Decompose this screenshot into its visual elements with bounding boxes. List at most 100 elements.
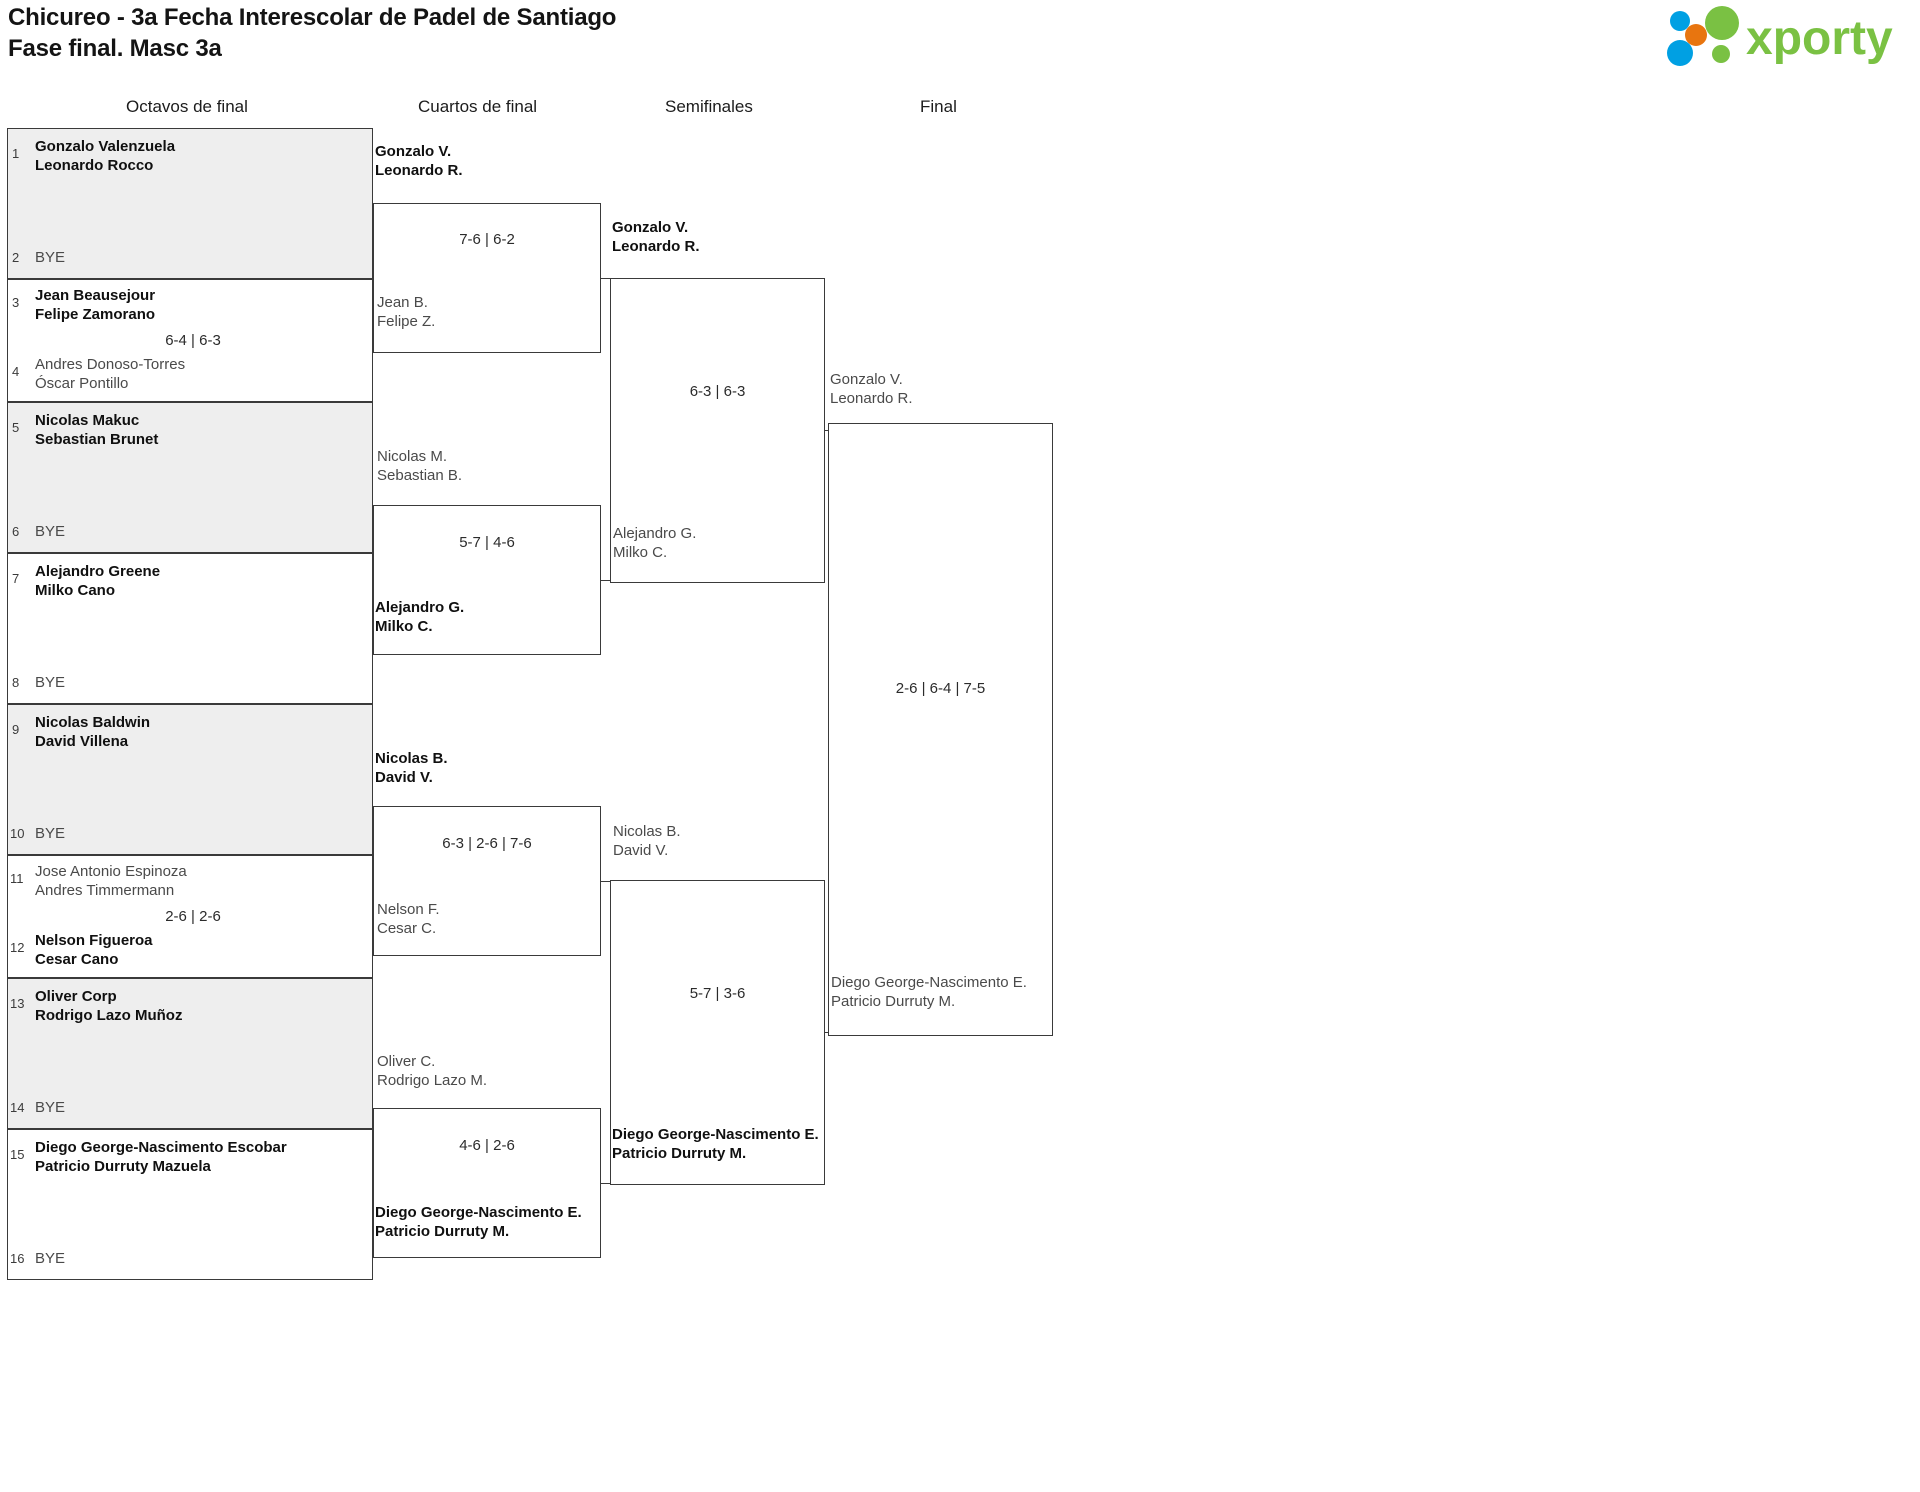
team-name: BYE xyxy=(35,523,66,540)
round-header-semifinales: Semifinales xyxy=(665,97,753,116)
r2-loser-team-1: Jean B. Felipe Z. xyxy=(377,294,436,330)
round-header-final: Final xyxy=(920,97,957,116)
team-name: Oliver Corp Rodrigo Lazo Muñoz xyxy=(35,988,183,1024)
page-title-line2: Fase final. Masc 3a xyxy=(8,35,222,63)
seed-number: 14 xyxy=(10,1100,25,1115)
connector-qf3 xyxy=(601,881,611,882)
team-name: Alejandro Greene Milko Cano xyxy=(35,563,161,599)
r3-match-box-2[interactable] xyxy=(610,880,825,1185)
r1-slot-16[interactable]: 16 BYE xyxy=(8,1205,372,1279)
r1-slot-9[interactable]: 9 Nicolas Baldwin David Villena xyxy=(8,705,372,780)
match-score: 4-6 | 2-6 xyxy=(459,1137,515,1154)
r3-advancing-team-2: Diego George-Nascimento E. Patricio Durr… xyxy=(612,1126,819,1162)
r1-pair-1[interactable]: 1 Gonzalo Valenzuela Leonardo Rocco 2 BY… xyxy=(7,128,373,279)
match-score: 6-3 | 6-3 xyxy=(689,383,746,400)
r1-slot-5[interactable]: 5 Nicolas Makuc Sebastian Brunet xyxy=(8,403,372,478)
r4-match-box-final[interactable] xyxy=(828,423,1053,1036)
seed-number: 3 xyxy=(12,295,20,310)
team-name: Jose Antonio Espinoza Andres Timmermann xyxy=(35,863,187,899)
connector-qf2 xyxy=(601,580,611,581)
team-name: Andres Donoso-Torres Óscar Pontillo xyxy=(35,356,186,392)
svg-text:xporty: xporty xyxy=(1746,12,1893,65)
seed-number: 16 xyxy=(10,1251,25,1266)
match-score: 2-6 | 2-6 xyxy=(165,908,221,925)
r4-finalist-team-top: Gonzalo V. Leonardo R. xyxy=(830,371,913,407)
team-name: BYE xyxy=(35,1250,66,1267)
r2-match-box-3[interactable] xyxy=(373,806,601,956)
match-score: 5-7 | 4-6 xyxy=(459,534,515,551)
seed-number: 2 xyxy=(12,250,20,265)
r1-slot-10[interactable]: 10 BYE xyxy=(8,780,372,854)
r1-slot-13[interactable]: 13 Oliver Corp Rodrigo Lazo Muñoz xyxy=(8,979,372,1054)
r1-slot-7[interactable]: 7 Alejandro Greene Milko Cano xyxy=(8,554,372,629)
r1-slot-6[interactable]: 6 BYE xyxy=(8,478,372,552)
r1-pair-4[interactable]: 7 Alejandro Greene Milko Cano 8 BYE xyxy=(7,553,373,704)
logo-dots-icon xyxy=(1667,6,1739,66)
r4-finalist-team-bottom: Diego George-Nascimento E. Patricio Durr… xyxy=(831,974,1027,1010)
r1-pair-3[interactable]: 5 Nicolas Makuc Sebastian Brunet 6 BYE xyxy=(7,402,373,553)
r1-slot-14[interactable]: 14 BYE xyxy=(8,1054,372,1128)
page-title-line1: Chicureo - 3a Fecha Interescolar de Pade… xyxy=(8,4,617,31)
team-name: BYE xyxy=(35,249,66,266)
round-header-cuartos: Cuartos de final xyxy=(418,97,538,116)
team-name: BYE xyxy=(35,825,66,842)
seed-number: 15 xyxy=(10,1147,25,1162)
r2-match-box-1[interactable] xyxy=(373,203,601,353)
seed-number: 6 xyxy=(12,524,20,539)
team-name: Nicolas Makuc Sebastian Brunet xyxy=(35,412,159,448)
r3-match-box-1[interactable] xyxy=(610,278,825,583)
seed-number: 11 xyxy=(10,871,24,886)
team-name: Gonzalo Valenzuela Leonardo Rocco xyxy=(35,138,176,174)
connector-qf1 xyxy=(601,278,611,279)
r1-pair-7[interactable]: 13 Oliver Corp Rodrigo Lazo Muñoz 14 BYE xyxy=(7,978,373,1129)
r3-advancing-team-1: Gonzalo V. Leonardo R. xyxy=(612,219,700,255)
connector-sf2 xyxy=(825,1032,829,1033)
r1-slot-3[interactable]: 3 Jean Beausejour Felipe Zamorano xyxy=(8,280,372,342)
seed-number: 13 xyxy=(10,996,25,1011)
r2-loser-team-4: Oliver C. Rodrigo Lazo M. xyxy=(377,1053,488,1089)
team-name: Nelson Figueroa Cesar Cano xyxy=(35,932,153,968)
r2-advancing-team-4: Diego George-Nascimento E. Patricio Durr… xyxy=(375,1204,582,1240)
r1-slot-4[interactable]: 4 Andres Donoso-Torres Óscar Pontillo xyxy=(8,342,372,403)
team-name: BYE xyxy=(35,1099,66,1116)
seed-number: 9 xyxy=(12,722,20,737)
team-name: Jean Beausejour Felipe Zamorano xyxy=(35,287,156,323)
seed-number: 10 xyxy=(10,826,25,841)
match-score: 5-7 | 3-6 xyxy=(689,985,746,1002)
logo-wordmark-icon: xporty xyxy=(1746,12,1893,65)
r1-pair-5[interactable]: 9 Nicolas Baldwin David Villena 10 BYE xyxy=(7,704,373,855)
r1-slot-2[interactable]: 2 BYE xyxy=(8,204,372,278)
r1-slot-11[interactable]: 11 Jose Antonio Espinoza Andres Timmerma… xyxy=(8,856,372,918)
r2-match-box-4[interactable] xyxy=(373,1108,601,1258)
seed-number: 4 xyxy=(12,364,20,379)
r1-slot-15[interactable]: 15 Diego George-Nascimento Escobar Patri… xyxy=(8,1130,372,1205)
r2-loser-team-2: Nicolas M. Sebastian B. xyxy=(377,448,463,484)
r2-loser-team-3: Nelson F. Cesar C. xyxy=(377,901,440,937)
match-score: 7-6 | 6-2 xyxy=(459,231,515,248)
r2-advancing-team-3: Nicolas B. David V. xyxy=(375,750,448,786)
r1-pair-8[interactable]: 15 Diego George-Nascimento Escobar Patri… xyxy=(7,1129,373,1280)
xporty-logo[interactable]: xporty xyxy=(1650,6,1910,66)
r3-loser-team-2: Nicolas B. David V. xyxy=(613,823,681,859)
seed-number: 12 xyxy=(10,940,25,955)
r1-pair-2[interactable]: 3 Jean Beausejour Felipe Zamorano 6-4 | … xyxy=(7,279,373,402)
r3-loser-team-1: Alejandro G. Milko C. xyxy=(613,525,697,561)
round-header-octavos: Octavos de final xyxy=(126,97,248,116)
r1-slot-12[interactable]: 12 Nelson Figueroa Cesar Cano xyxy=(8,918,372,979)
connector-sf1 xyxy=(825,430,829,431)
r2-advancing-team-1: Gonzalo V. Leonardo R. xyxy=(375,143,463,179)
seed-number: 1 xyxy=(12,146,20,161)
team-name: BYE xyxy=(35,674,66,691)
seed-number: 7 xyxy=(12,571,20,586)
match-score: 2-6 | 6-4 | 7-5 xyxy=(895,680,986,697)
r2-match-box-2[interactable] xyxy=(373,505,601,655)
r1-slot-8[interactable]: 8 BYE xyxy=(8,629,372,703)
seed-number: 8 xyxy=(12,675,20,690)
r1-slot-1[interactable]: 1 Gonzalo Valenzuela Leonardo Rocco xyxy=(8,129,372,204)
r2-advancing-team-2: Alejandro G. Milko C. xyxy=(375,599,465,635)
r1-pair-6[interactable]: 11 Jose Antonio Espinoza Andres Timmerma… xyxy=(7,855,373,978)
match-score: 6-3 | 2-6 | 7-6 xyxy=(442,835,532,852)
team-name: Diego George-Nascimento Escobar Patricio… xyxy=(35,1139,287,1175)
connector-qf4 xyxy=(601,1183,611,1184)
